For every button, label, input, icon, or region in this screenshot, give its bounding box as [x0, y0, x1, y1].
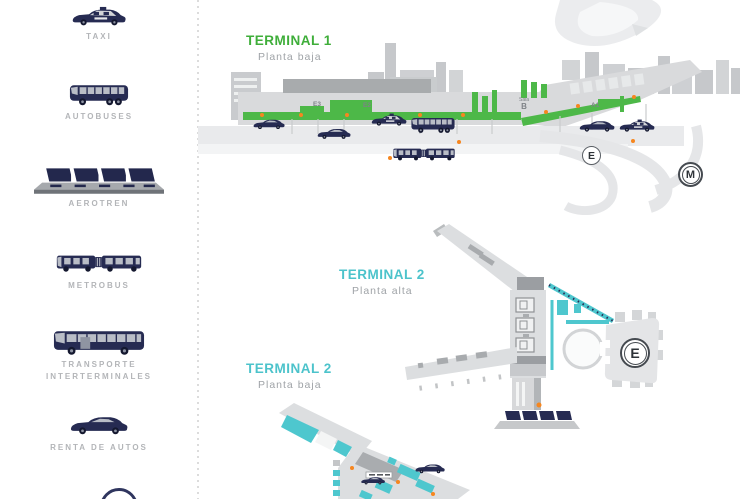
- legend-item-renta-de-autos: RENTA DE AUTOS: [0, 414, 198, 454]
- terminal1-map-graphic: [198, 0, 740, 215]
- metrobus-icon: [55, 252, 143, 274]
- coach-bus-icon: [68, 80, 130, 108]
- terminal1-title: TERMINAL 1: [246, 33, 332, 48]
- taxi-icon: [70, 4, 128, 28]
- t2a-aerotren-track: [547, 283, 615, 370]
- t2a-rooms: [515, 297, 535, 353]
- legend-sidebar: TAXI AUTOBUSES AEROTREN METROBUS TRANSPO…: [0, 0, 198, 499]
- stop-markers: [260, 95, 636, 160]
- legend-item-metrobus: METROBUS: [0, 252, 198, 292]
- metro-logo-icon: [100, 488, 138, 499]
- airplane-silhouette-icon: [554, 0, 662, 46]
- legend-item-aerotren: AEROTREN: [0, 162, 198, 210]
- terminal2-baja-subtitle: Planta baja: [258, 379, 322, 391]
- legend-label-transporte: TRANSPORTE INTERTERMINALES: [0, 359, 198, 383]
- gate-label-e3: E3: [313, 101, 321, 108]
- parking-marker-t1: E: [582, 146, 601, 165]
- t2b-arm: [279, 403, 372, 457]
- legend-label-transporte-line1: TRANSPORTE: [61, 360, 137, 369]
- metro-letter: M: [685, 168, 696, 181]
- gate-label-sala-b: Sala B: [519, 97, 529, 111]
- t2a-rotunda: [562, 328, 604, 370]
- gate-label-a1: A1: [591, 102, 600, 109]
- rental-car-icon: [68, 414, 130, 436]
- legend-label-metrobus: METROBUS: [68, 281, 130, 290]
- legend-label-renta: RENTA DE AUTOS: [50, 443, 148, 452]
- legend-label-aerotren: AEROTREN: [68, 199, 130, 208]
- legend-label-autobuses: AUTOBUSES: [64, 112, 134, 121]
- legend-item-autobuses: AUTOBUSES: [0, 80, 198, 123]
- legend-divider: [197, 0, 199, 499]
- terminal2-alta-title: TERMINAL 2: [339, 267, 425, 282]
- terminal2-baja-title: TERMINAL 2: [246, 361, 332, 376]
- t2a-left-arm: [405, 347, 517, 380]
- metrobus-icon: [393, 148, 455, 161]
- legend-item-transporte-interterminales: TRANSPORTE INTERTERMINALES: [0, 328, 198, 383]
- car-icon: [415, 464, 445, 474]
- metro-marker: M: [678, 162, 703, 187]
- legend-label-taxi: TAXI: [86, 32, 112, 41]
- terminal1-green-platforms: [243, 80, 641, 126]
- terminal2-alta-map-graphic: [405, 224, 663, 429]
- city-bus-icon: [52, 328, 146, 356]
- legend-label-transporte-line2: INTERTERMINALES: [46, 372, 152, 381]
- parking-marker-t2a: E: [620, 338, 650, 368]
- legend-item-taxi: TAXI: [0, 4, 198, 43]
- sala-caption: Sala: [519, 97, 530, 103]
- aerotren-train-icon: [494, 411, 580, 429]
- terminal2-alta-subtitle: Planta alta: [352, 285, 413, 297]
- sala-letter: B: [521, 102, 527, 111]
- parking-letter: E: [630, 345, 640, 361]
- gate-label-e2: E2: [363, 102, 371, 109]
- terminal1-subtitle: Planta baja: [258, 51, 322, 63]
- parking-letter: E: [587, 149, 595, 162]
- terminal2-baja-map-graphic: [279, 403, 470, 499]
- aerotren-icon: [34, 162, 164, 195]
